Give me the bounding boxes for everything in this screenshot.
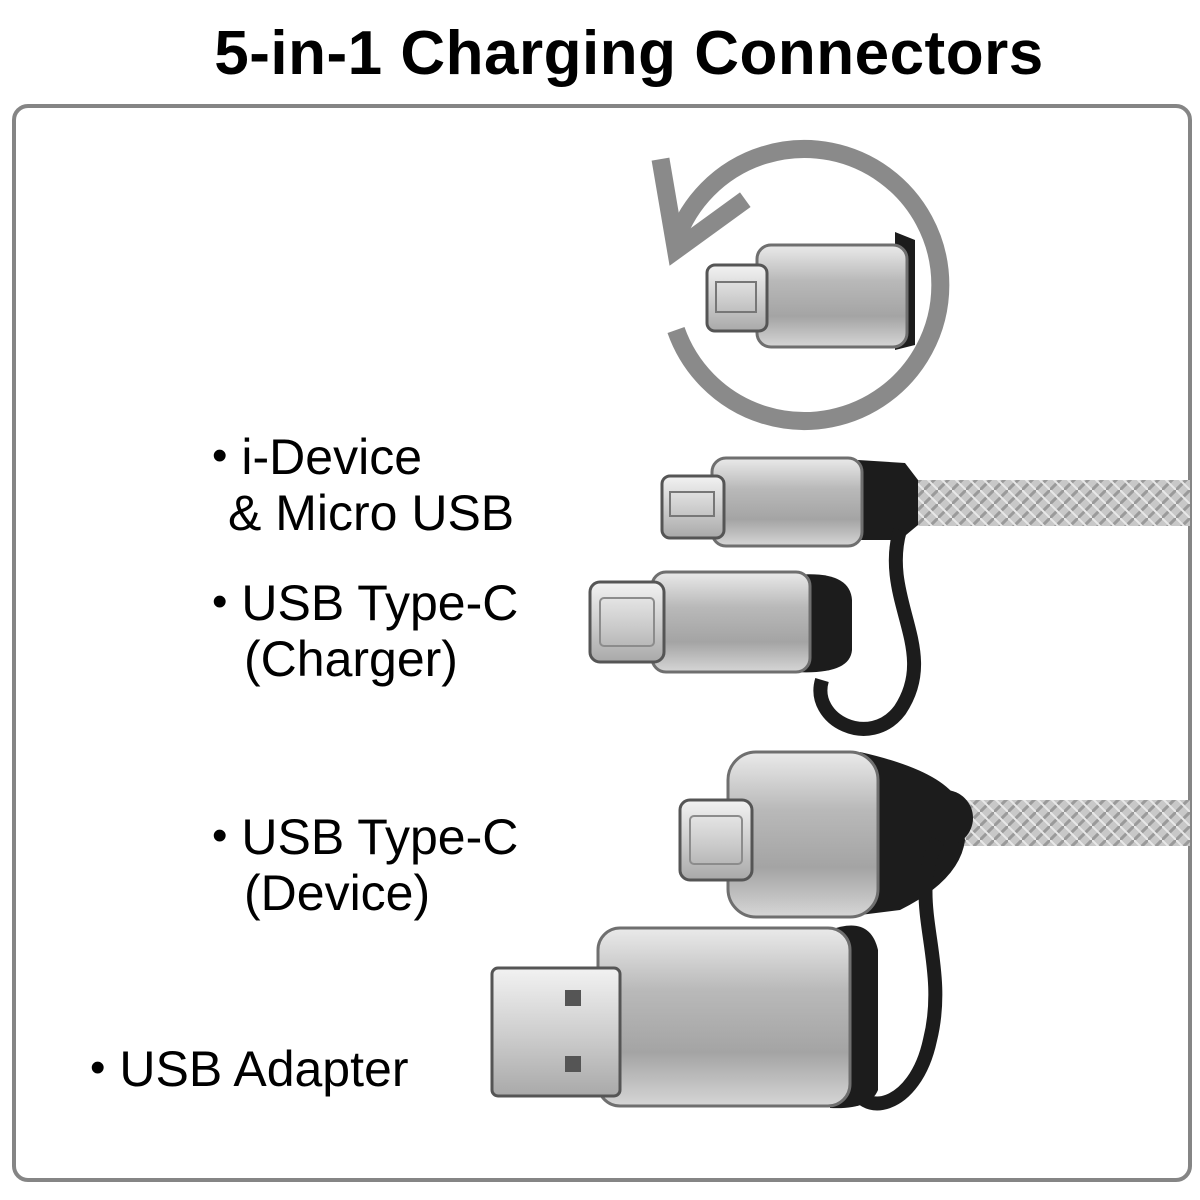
micro-usb-adapter-closeup bbox=[705, 232, 915, 350]
lower-cable bbox=[950, 800, 1190, 846]
label-i-device-micro-usb: •i-Device & Micro USB bbox=[212, 429, 515, 541]
label-usb-adapter: •USB Adapter bbox=[90, 1041, 409, 1097]
tether-upper bbox=[813, 528, 922, 736]
page-title: 5-in-1 Charging Connectors bbox=[214, 19, 1044, 88]
micro-usb-connector bbox=[660, 456, 864, 548]
usb-type-c-device-connector bbox=[678, 750, 973, 919]
usb-type-c-charger-connector bbox=[588, 570, 852, 674]
usb-adapter-connector bbox=[490, 925, 878, 1109]
label-usb-type-c-device: •USB Type-C (Device) bbox=[212, 809, 519, 921]
rotate-arrow-icon bbox=[651, 140, 950, 430]
tether-lower bbox=[845, 836, 945, 1111]
label-usb-type-c-charger: •USB Type-C (Charger) bbox=[212, 575, 519, 687]
upper-cable bbox=[858, 460, 1190, 540]
